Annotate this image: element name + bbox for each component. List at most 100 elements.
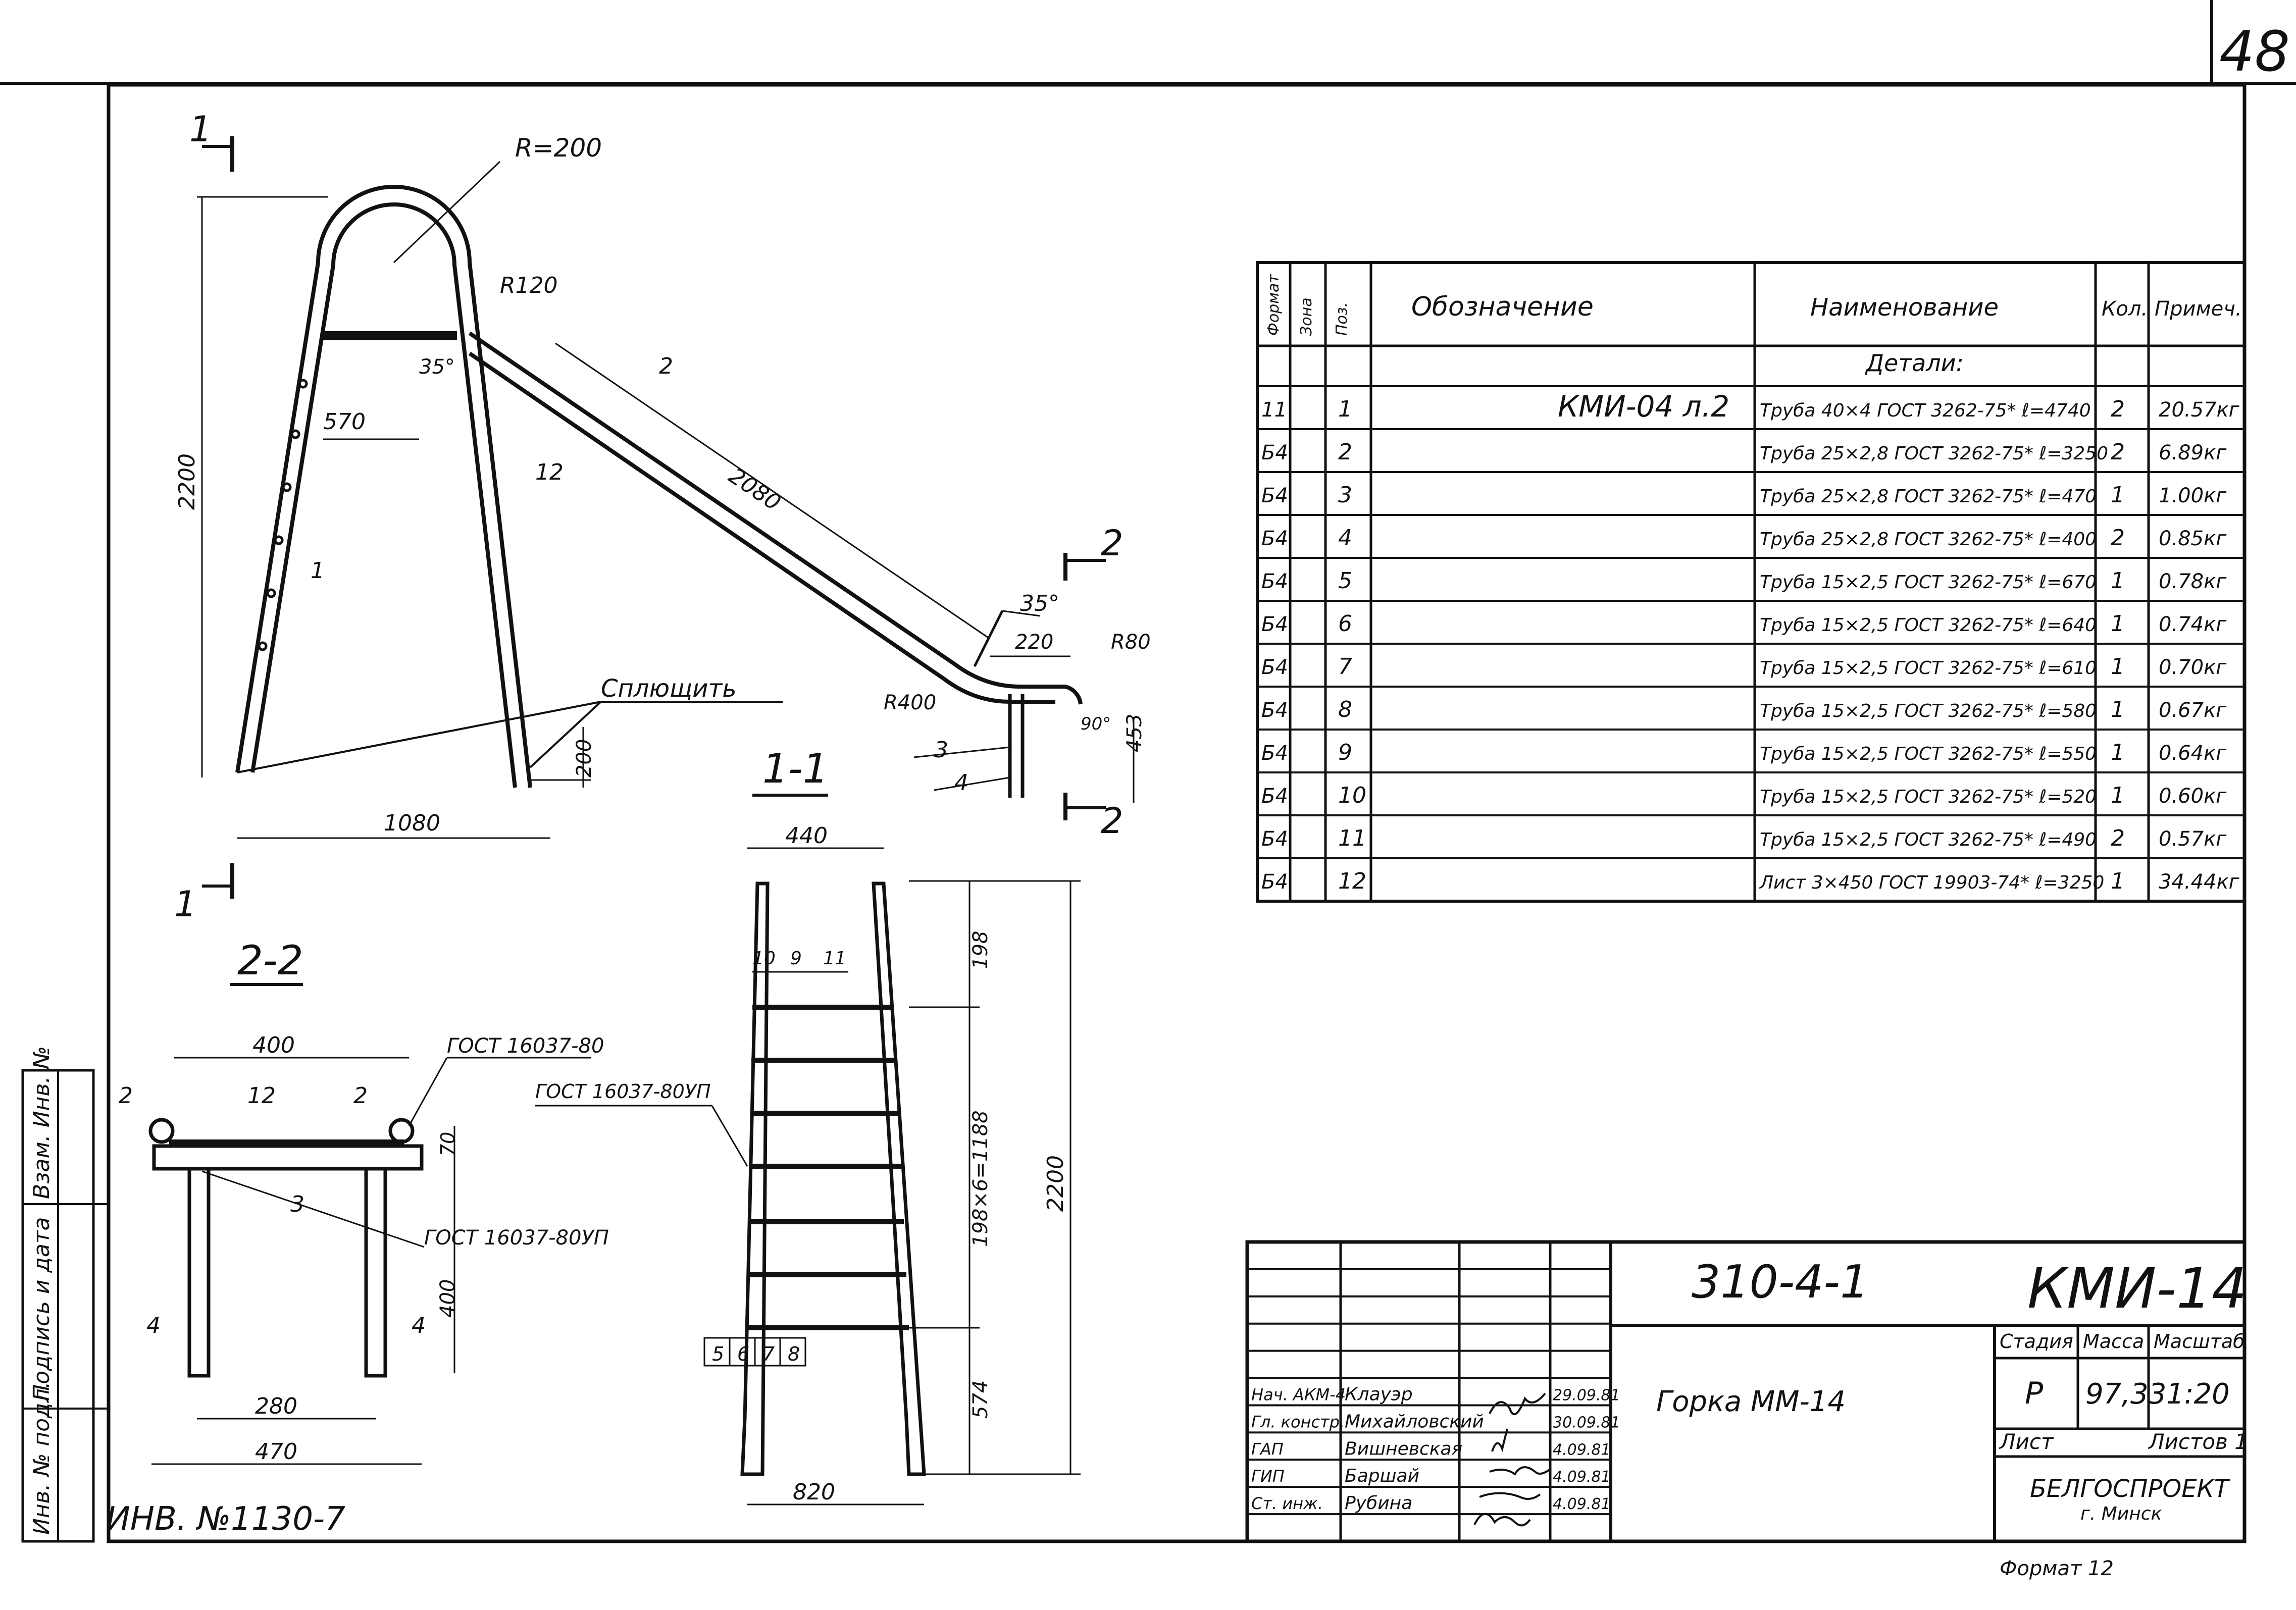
signature-role: ГАП [1251, 1439, 1284, 1459]
spec-cell: 12 [1338, 868, 1366, 894]
label-rung-9: 9 [790, 948, 802, 969]
signature-name: Вишневская [1345, 1438, 1462, 1459]
spec-cell: 1 [2111, 568, 2125, 594]
signature-role: Нач. АКМ-4 [1251, 1385, 1346, 1404]
spec-header-1: Зона [1298, 297, 1315, 336]
spec-header-5: Кол. [2102, 297, 2148, 321]
spec-cell: Б4 [1261, 570, 1288, 593]
spec-header-0: Формат [1265, 274, 1283, 336]
signature-name: Михайловский [1345, 1411, 1484, 1432]
label-pos-1: 1 [311, 558, 325, 584]
label-pos-4: 4 [954, 770, 968, 796]
signature-name: Клауэр [1345, 1384, 1413, 1405]
label-gost-16037-b: ГОСТ 16037-80 [447, 1034, 604, 1058]
spec-cell: 0.57кг [2159, 827, 2227, 851]
label-width-570: 570 [323, 409, 366, 435]
spec-cell: 0.85кг [2159, 527, 2227, 550]
label-220: 220 [1015, 631, 1053, 654]
side-stamp: Взам. Инв. № Подпись и дата Инв. № подл. [21, 1046, 109, 1543]
svg-text:2: 2 [1101, 800, 1124, 842]
spec-cell: Б4 [1261, 785, 1288, 808]
bottom-rung-labels: 5 6 7 8 [703, 1337, 806, 1367]
label-r80: R80 [1111, 631, 1151, 654]
spec-cell: Б4 [1261, 656, 1288, 679]
title-city: г. Минск [2080, 1503, 2162, 1524]
title-stage-header: Стадия [2000, 1330, 2073, 1353]
spec-cell: Лист 3×450 ГОСТ 19903-74* ℓ=3250 [1759, 872, 2104, 893]
spec-cell: 6 [1338, 611, 1352, 637]
label-rung-8: 8 [788, 1343, 800, 1365]
label-pos-12: 12 [535, 459, 564, 485]
spec-header-4: Наименование [1810, 293, 1999, 322]
section-2-2-title: 2-2 [237, 937, 303, 984]
label-pos-2: 2 [659, 353, 673, 379]
spec-cell: 0.64кг [2159, 742, 2227, 765]
section-mark-1-top: 1 [189, 109, 234, 172]
spec-cell: 1 [2111, 868, 2125, 894]
section-2-2-view: 2-2 400 ГОСТ 16037-80 2 12 2 70 3 ГОСТ 1… [119, 937, 609, 1465]
title-organization: БЕЛГОСПРОЕКТ [2030, 1475, 2231, 1503]
spec-cell: Б4 [1261, 827, 1288, 851]
spec-cell: 1 [2111, 482, 2125, 508]
spec-cell: 11 [1338, 825, 1366, 851]
spec-cell: 34.44кг [2159, 870, 2240, 894]
label-70: 70 [437, 1132, 459, 1156]
signature-name: Баршай [1345, 1466, 1419, 1486]
spec-cell: 0.78кг [2159, 570, 2227, 593]
spec-group-title: Детали: [1865, 349, 1964, 377]
format-label: Формат 12 [2000, 1557, 2114, 1580]
label-angle-35-top: 35° [419, 355, 455, 379]
title-scale-header: Масштаб [2154, 1330, 2245, 1353]
spec-cell: 10 [1338, 783, 1366, 808]
spec-cell: Б4 [1261, 699, 1288, 722]
spec-cell: Труба 15×2,5 ГОСТ 3262-75* ℓ=550 [1760, 744, 2097, 764]
spec-cell: 2 [2111, 439, 2125, 465]
label-length-2080: 2080 [724, 463, 785, 516]
section-mark-2-top: 2 [1063, 523, 1124, 581]
side-stamp-sign: Подпись и дата [29, 1217, 55, 1401]
signature-date: 29.09.81 [1553, 1386, 1620, 1404]
sheet-number: 48 [2219, 19, 2290, 84]
signature-date: 4.09.81 [1553, 1468, 1611, 1486]
signature-date: 4.09.81 [1553, 1495, 1611, 1513]
slide-main-view: 1 1 2 2 R=200 R120 35° 570 2200 2 12 208… [174, 109, 1151, 925]
spec-cell: КМИ-04 л.2 [1558, 389, 1729, 424]
section-1-1-title: 1-1 [762, 745, 829, 792]
label-pos-12-b: 12 [247, 1083, 276, 1109]
label-radius-120: R120 [500, 273, 558, 298]
spec-cell: Б4 [1261, 870, 1288, 894]
signature-date: 30.09.81 [1553, 1414, 1620, 1431]
section-1-1-view: 1-1 440 10 9 11 ГОСТ 16037-80УП [535, 745, 1081, 1505]
signature-role: Ст. инж. [1251, 1494, 1323, 1513]
spec-cell: 0.74кг [2159, 613, 2227, 636]
section-mark-2-bottom: 2 [1063, 793, 1124, 842]
spec-cell: 8 [1338, 697, 1352, 722]
spec-cell: 9 [1338, 740, 1352, 765]
label-pos-4-right: 4 [412, 1313, 426, 1338]
svg-text:1: 1 [174, 884, 197, 925]
spec-cell: Труба 40×4 ГОСТ 3262-75* ℓ=4740 [1760, 400, 2091, 421]
label-height-2200: 2200 [174, 453, 200, 510]
spec-cell: 2 [2111, 825, 2125, 851]
spec-cell: Б4 [1261, 527, 1288, 550]
label-angle-35: 35° [1020, 591, 1059, 616]
label-gost-16037-a: ГОСТ 16037-80УП [535, 1080, 711, 1103]
label-pos-2-left: 2 [119, 1083, 133, 1109]
label-198x6: 198×6=1188 [969, 1110, 992, 1247]
label-pos-2-right: 2 [353, 1083, 368, 1109]
label-1080: 1080 [384, 810, 440, 836]
sheet-frame: 48 [0, 0, 2296, 1543]
label-400: 400 [252, 1032, 295, 1058]
label-574: 574 [969, 1380, 992, 1419]
spec-cell: 0.70кг [2159, 656, 2227, 679]
label-198: 198 [969, 931, 992, 969]
spec-cell: Труба 15×2,5 ГОСТ 3262-75* ℓ=670 [1760, 572, 2097, 593]
side-stamp-inv: Инв. № подл. [29, 1381, 55, 1535]
label-440: 440 [785, 823, 828, 849]
label-rung-6: 6 [737, 1343, 749, 1365]
spec-cell: 1 [2111, 654, 2125, 680]
title-code: 310-4-1 [1692, 1256, 1869, 1309]
spec-cell: Б4 [1261, 742, 1288, 765]
